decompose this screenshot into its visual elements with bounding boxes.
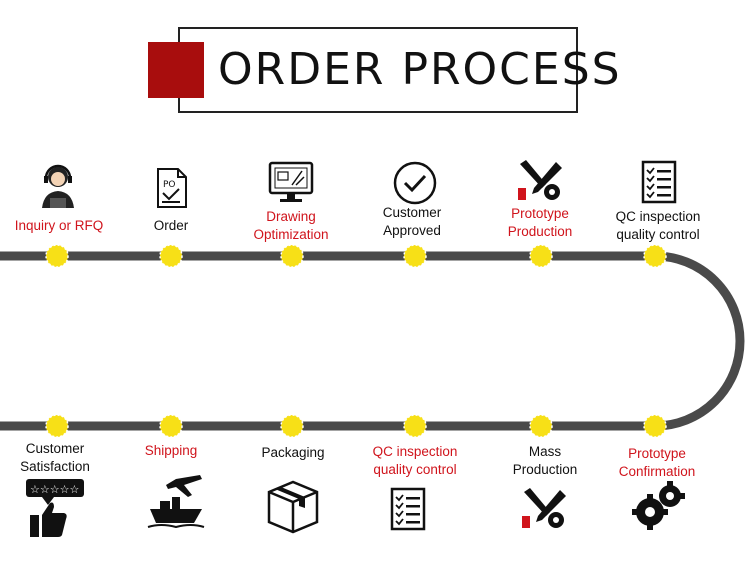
step-customer-satisfaction: Customer Satisfaction <box>0 440 120 476</box>
step-prototype-production: Prototype Production <box>475 205 605 241</box>
checkmark-circle-icon <box>393 161 437 205</box>
step-label: Mass Production <box>512 444 578 477</box>
step-inquiry: Inquiry or RFQ <box>0 217 124 235</box>
step-label: Order <box>153 218 189 233</box>
step-shipping: Shipping <box>106 442 236 460</box>
step-label: Drawing Optimization <box>253 209 329 242</box>
step-node <box>529 244 553 268</box>
step-packaging: Packaging <box>228 444 358 462</box>
thumbs-up-rating-icon: ☆☆☆☆☆ <box>26 479 84 537</box>
step-node <box>159 244 183 268</box>
step-node <box>643 414 667 438</box>
checklist-icon <box>641 160 677 204</box>
checklist-icon <box>390 487 426 531</box>
step-label: Customer Satisfaction <box>20 441 90 474</box>
page-title: ORDER PROCESS <box>218 44 622 95</box>
tools-gear-icon <box>518 160 562 200</box>
tools-gear-icon <box>522 488 566 528</box>
step-label: Shipping <box>144 443 198 458</box>
step-label: QC inspection quality control <box>372 444 458 477</box>
computer-drawing-icon <box>268 161 314 202</box>
step-label: Prototype Production <box>507 206 573 239</box>
title-accent-square <box>148 42 204 98</box>
step-label: Customer Approved <box>382 205 442 238</box>
step-node <box>403 244 427 268</box>
step-qc-inspection-bottom: QC inspection quality control <box>350 443 480 479</box>
box-icon <box>267 480 319 534</box>
step-order: Order <box>106 217 236 235</box>
step-prototype-confirmation: Prototype Confirmation <box>592 445 722 481</box>
step-label: Inquiry or RFQ <box>14 218 104 233</box>
svg-text:PO: PO <box>163 180 176 190</box>
step-label: Prototype Confirmation <box>618 446 696 479</box>
step-node <box>280 244 304 268</box>
step-qc-inspection-top: QC inspection quality control <box>593 208 723 244</box>
svg-text:☆☆☆☆☆: ☆☆☆☆☆ <box>30 483 79 496</box>
gears-icon <box>632 481 685 530</box>
step-node <box>403 414 427 438</box>
step-mass-production: Mass Production <box>480 443 610 479</box>
operator-headset-icon <box>42 164 74 208</box>
step-node <box>159 414 183 438</box>
step-label: QC inspection quality control <box>615 209 701 242</box>
step-node <box>280 414 304 438</box>
step-node <box>45 244 69 268</box>
step-node <box>643 244 667 268</box>
step-node <box>45 414 69 438</box>
step-customer-approved: Customer Approved <box>347 204 477 240</box>
po-document-icon: PO <box>157 168 187 208</box>
ship-plane-icon <box>147 475 205 529</box>
step-label: Packaging <box>261 445 325 460</box>
step-drawing-optimization: Drawing Optimization <box>226 208 356 244</box>
step-node <box>529 414 553 438</box>
